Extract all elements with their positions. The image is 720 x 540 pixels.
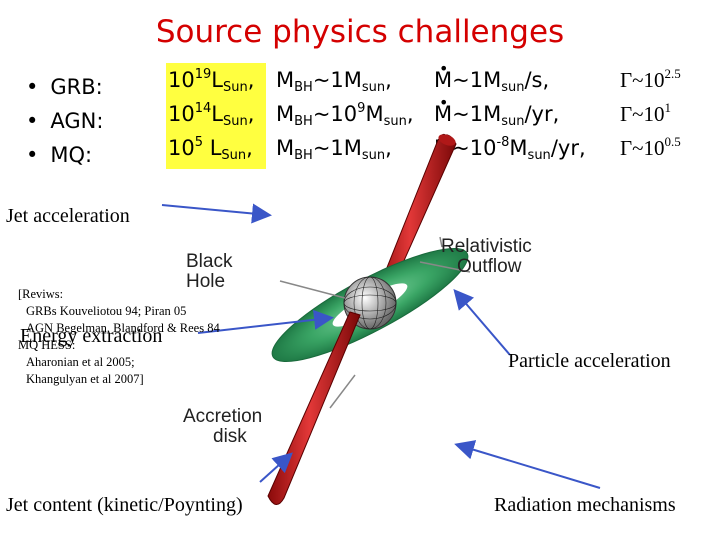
arrow-jet-acceleration — [162, 205, 268, 215]
label-particle-acceleration: Particle acceleration — [508, 350, 671, 373]
label-jet-acceleration: Jet acceleration — [6, 205, 130, 228]
outflow-label: Relativistic Outflow — [441, 237, 532, 277]
arrow-particle-acceleration — [456, 292, 510, 355]
label-radiation-mechanisms: Radiation mechanisms — [494, 494, 676, 517]
accretion-label: Accretion disk — [183, 407, 262, 447]
arrow-radiation — [458, 445, 600, 488]
label-jet-content: Jet content (kinetic/Poynting) — [6, 494, 243, 517]
label-energy-extraction: Energy extraction — [20, 325, 162, 348]
